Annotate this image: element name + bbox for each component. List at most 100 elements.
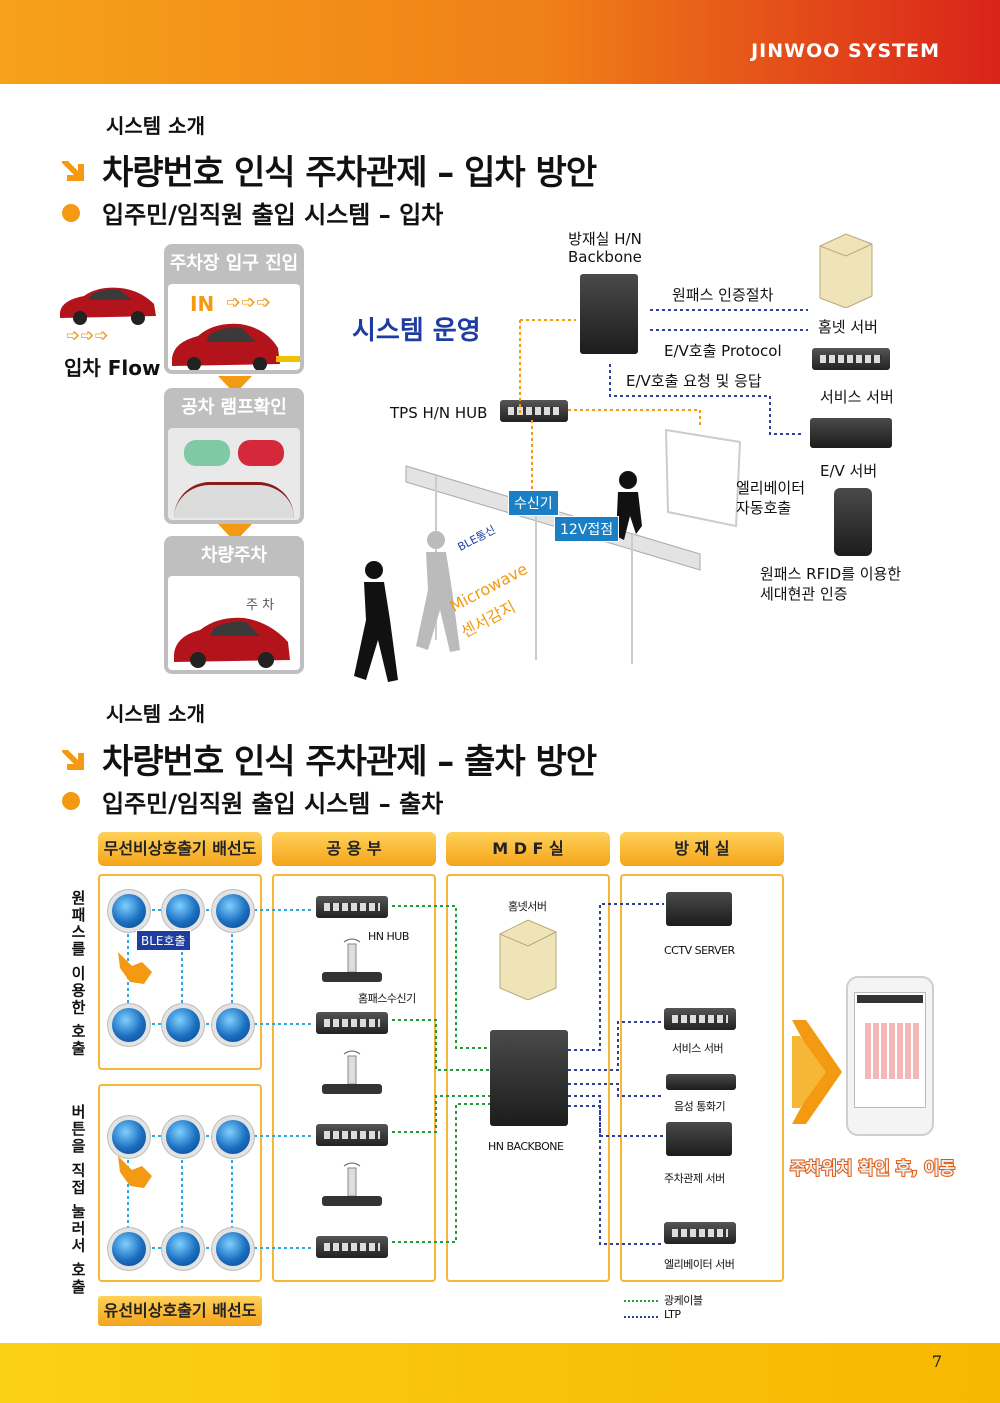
bullet-dot xyxy=(62,204,80,222)
red-car-icon xyxy=(60,287,156,325)
legend-ltp-line xyxy=(624,1316,658,1318)
tps-hub-icon xyxy=(500,400,568,422)
section1-title: 차량번호 인식 주차관제 – 입차 방안 xyxy=(102,153,597,193)
call-button[interactable] xyxy=(216,1008,250,1042)
walking-person-icon xyxy=(354,471,642,682)
brand-name: JINWOO SYSTEM xyxy=(751,40,940,62)
flow-step-park-title: 차량주차 xyxy=(200,545,268,566)
red-lamp-icon xyxy=(238,440,284,466)
homenet-server-icon xyxy=(819,233,873,308)
col-head-mdf: M D F 실 xyxy=(446,832,610,866)
receiver-icon xyxy=(322,938,382,982)
section1-subtitle: 입주민/임직원 출입 시스템 – 입차 xyxy=(102,201,444,229)
section2-kicker: 시스템 소개 xyxy=(106,702,205,726)
section-arrow-icon xyxy=(62,750,84,770)
legend-fiber-line xyxy=(624,1300,658,1302)
hn-hub-label: HN HUB xyxy=(368,930,409,943)
left-bottom-vertical-label: 버튼을 직접 눌러서 호출 xyxy=(69,1104,87,1296)
flow-step-entry-title: 주차장 입구 진입 xyxy=(169,253,299,274)
service-server-icon xyxy=(812,348,890,370)
parked-car-icon xyxy=(174,617,290,668)
left-top-vertical-label: 원패스를 이용한 호출 xyxy=(69,890,87,1058)
panel-disaster xyxy=(620,874,784,1282)
receiver-icon xyxy=(322,1050,382,1094)
flow-step-lamp: 공차 램프확인 xyxy=(164,388,304,524)
section1-kicker: 시스템 소개 xyxy=(106,114,205,138)
legend-ltp-label: LTP xyxy=(664,1308,681,1321)
receiver-icon xyxy=(322,1162,382,1206)
tps-hub-label: TPS H/N HUB xyxy=(390,404,488,422)
flow-step-lamp-title: 공차 램프확인 xyxy=(181,397,287,418)
cctv-server-label: CCTV SERVER xyxy=(664,944,735,957)
ble-call-tag: BLE호출 xyxy=(136,930,191,951)
call-button[interactable] xyxy=(166,894,200,928)
flow-caption: 입차 Flow xyxy=(64,356,161,380)
call-button[interactable] xyxy=(166,1120,200,1154)
footer-band xyxy=(0,1343,1000,1403)
call-button[interactable] xyxy=(112,894,146,928)
call-button[interactable] xyxy=(112,1232,146,1266)
dashboard-icon xyxy=(174,482,294,518)
call-button[interactable] xyxy=(216,1232,250,1266)
parking-server-icon xyxy=(666,1122,732,1156)
call-button[interactable] xyxy=(216,1120,250,1154)
in-label: IN xyxy=(190,292,215,316)
legend-fiber-label: 광케이블 xyxy=(664,1294,703,1307)
call-button[interactable] xyxy=(166,1008,200,1042)
hand-pointer-icon xyxy=(118,952,152,984)
in-arrows: ➩➩➩ xyxy=(226,292,272,313)
elevator-call-label: 엘리베이터 자동호출 xyxy=(736,479,806,517)
col-head-wireless: 무선비상호출기 배선도 xyxy=(98,832,262,866)
voice-phone-icon xyxy=(666,1074,736,1090)
bullet-dot xyxy=(62,792,80,810)
service-server-label: 서비스 서버 xyxy=(820,388,894,406)
smartphone-icon xyxy=(846,976,934,1136)
panel-wireless-top xyxy=(98,874,262,1070)
rfid-keypad-icon xyxy=(834,488,872,556)
col-head-disaster: 방 재 실 xyxy=(620,832,784,866)
ev-protocol-label: E/V호출 Protocol xyxy=(664,342,782,360)
hn-backbone-label: HN BACKBONE xyxy=(488,1140,564,1153)
rfid-auth-label: 원패스 RFID를 이용한 세대현관 인증 xyxy=(760,565,902,603)
hn-backbone-icon xyxy=(490,1030,568,1126)
link-lines xyxy=(405,309,808,664)
cctv-server-icon xyxy=(666,892,732,926)
voice-phone-label: 음성 통화기 xyxy=(674,1100,726,1113)
page-number: 7 xyxy=(931,1352,942,1371)
down-arrow-icon xyxy=(218,524,252,542)
flow-step-entry: 주차장 입구 진입 IN ➩➩➩ xyxy=(164,244,304,374)
panel-mdf xyxy=(446,874,610,1282)
service-server-label: 서비스 서버 xyxy=(672,1042,724,1055)
ev-server-icon xyxy=(810,418,892,448)
system-title: 시스템 운영 xyxy=(352,316,481,346)
header-band xyxy=(0,0,1000,84)
panel-wireless-bottom xyxy=(98,1084,262,1282)
park-note: 주 차 xyxy=(246,598,275,613)
hn-hub-icon xyxy=(316,896,388,918)
entry-car-icon xyxy=(172,323,300,370)
receiver-tag: 수신기 xyxy=(508,490,559,516)
call-button[interactable] xyxy=(216,894,250,928)
wired-banner: 유선비상호출기 배선도 xyxy=(98,1296,262,1326)
section-arrow-icon xyxy=(62,161,84,181)
green-lamp-icon xyxy=(184,440,230,466)
parking-server-label: 주차관제 서버 xyxy=(664,1172,725,1185)
ev-request-label: E/V호출 요청 및 응답 xyxy=(626,372,762,390)
col-head-common: 공 용 부 xyxy=(272,832,436,866)
hub-icon xyxy=(316,1236,388,1258)
homenet-server-label: 홈넷 서버 xyxy=(818,318,878,336)
call-button[interactable] xyxy=(112,1008,146,1042)
call-button[interactable] xyxy=(166,1232,200,1266)
parking-map-icon xyxy=(865,1023,919,1079)
ev-server-label: E/V 서버 xyxy=(820,462,878,480)
hand-pointer-icon xyxy=(118,1156,152,1188)
right-arrow-icon xyxy=(792,1020,842,1124)
panel-common xyxy=(272,874,436,1282)
onepass-auth-label: 원패스 인증절차 xyxy=(672,286,774,304)
phone-caption: 주차위치 확인 후, 이동 xyxy=(789,1158,956,1180)
backbone-server-icon xyxy=(580,274,638,354)
call-button[interactable] xyxy=(112,1120,146,1154)
flow-arrows: ➩➩➩ xyxy=(66,326,109,346)
backbone-label: 방재실 H/N Backbone xyxy=(568,230,642,266)
down-arrow-icon xyxy=(218,376,252,394)
